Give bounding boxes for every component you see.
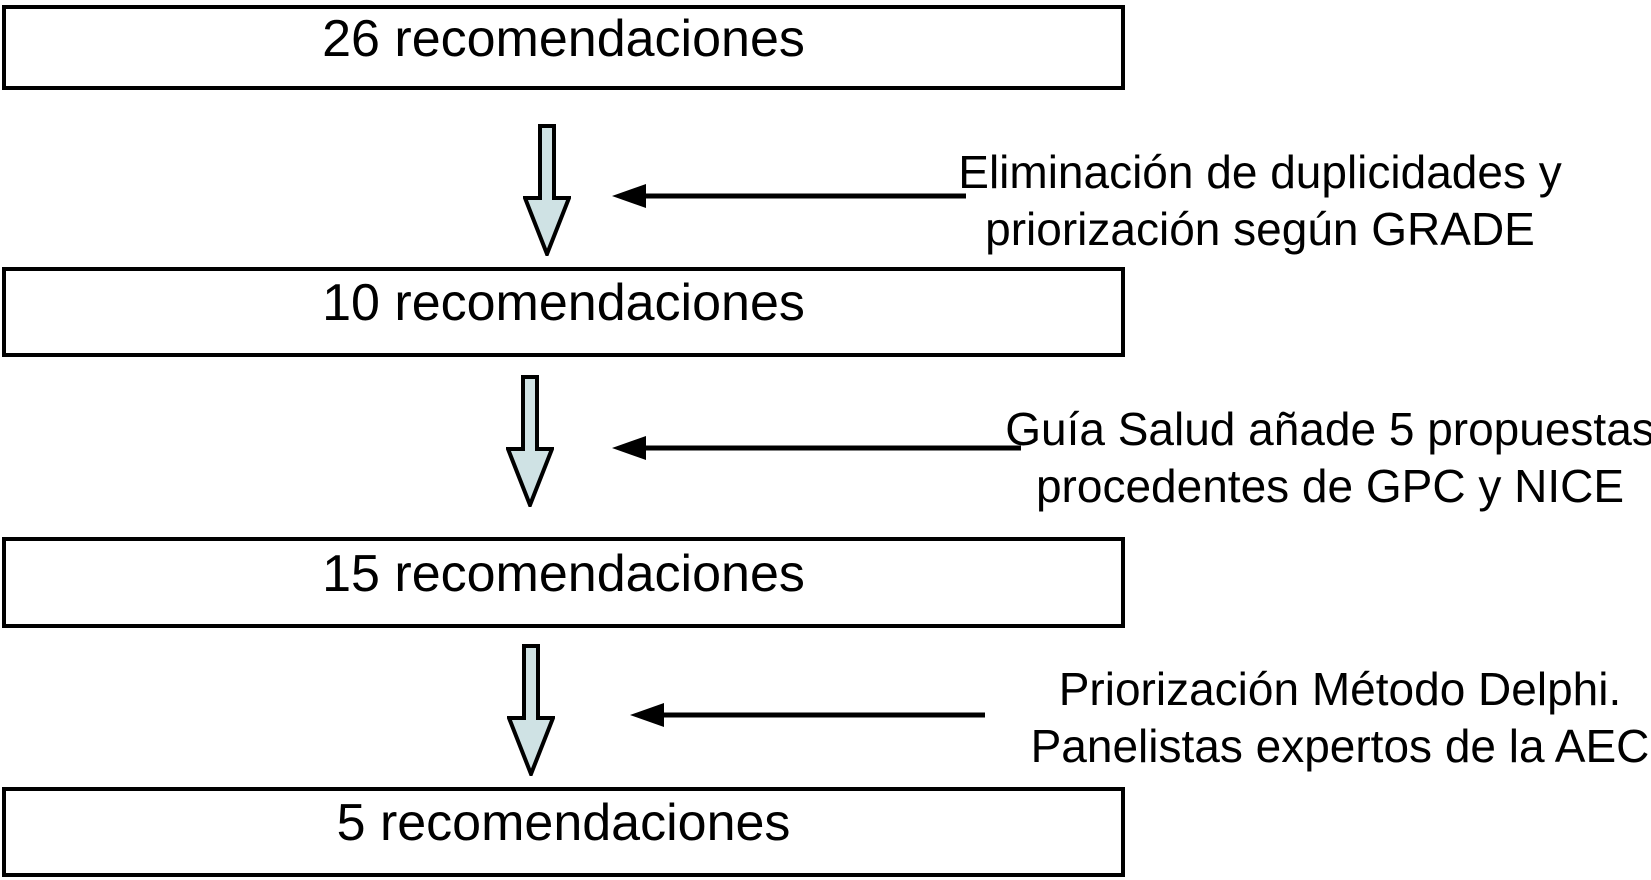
left-arrow-icon bbox=[630, 703, 985, 727]
annotation-delphi: Priorización Método Delphi. Panelistas e… bbox=[1000, 661, 1651, 775]
left-arrow-icon bbox=[612, 184, 966, 208]
annotation-line: Priorización Método Delphi. bbox=[1058, 663, 1622, 715]
annotation-line: priorización según GRADE bbox=[985, 203, 1535, 255]
annotation-line: Eliminación de duplicidades y bbox=[958, 146, 1562, 198]
flow-step-box-26: 26 recomendaciones bbox=[2, 5, 1125, 90]
down-arrow-icon bbox=[507, 644, 555, 776]
left-arrow-icon bbox=[612, 436, 1021, 460]
flow-step-box-10: 10 recomendaciones bbox=[2, 267, 1125, 357]
flow-step-label: 26 recomendaciones bbox=[322, 9, 805, 68]
annotation-line: Guía Salud añade 5 propuestas bbox=[1005, 403, 1651, 455]
flow-step-label: 5 recomendaciones bbox=[336, 794, 791, 852]
flow-step-label: 10 recomendaciones bbox=[322, 274, 805, 332]
flow-step-label: 15 recomendaciones bbox=[322, 544, 805, 603]
down-arrow-icon bbox=[506, 375, 554, 507]
flow-step-box-5: 5 recomendaciones bbox=[2, 787, 1125, 877]
annotation-line: Panelistas expertos de la AEC bbox=[1030, 720, 1650, 772]
annotation-guia-salud: Guía Salud añade 5 propuestas procedente… bbox=[990, 401, 1651, 515]
annotation-line: procedentes de GPC y NICE bbox=[1035, 460, 1625, 512]
down-arrow-icon bbox=[523, 124, 571, 256]
flow-step-box-15: 15 recomendaciones bbox=[2, 537, 1125, 628]
annotation-grade: Eliminación de duplicidades y priorizaci… bbox=[920, 144, 1600, 258]
